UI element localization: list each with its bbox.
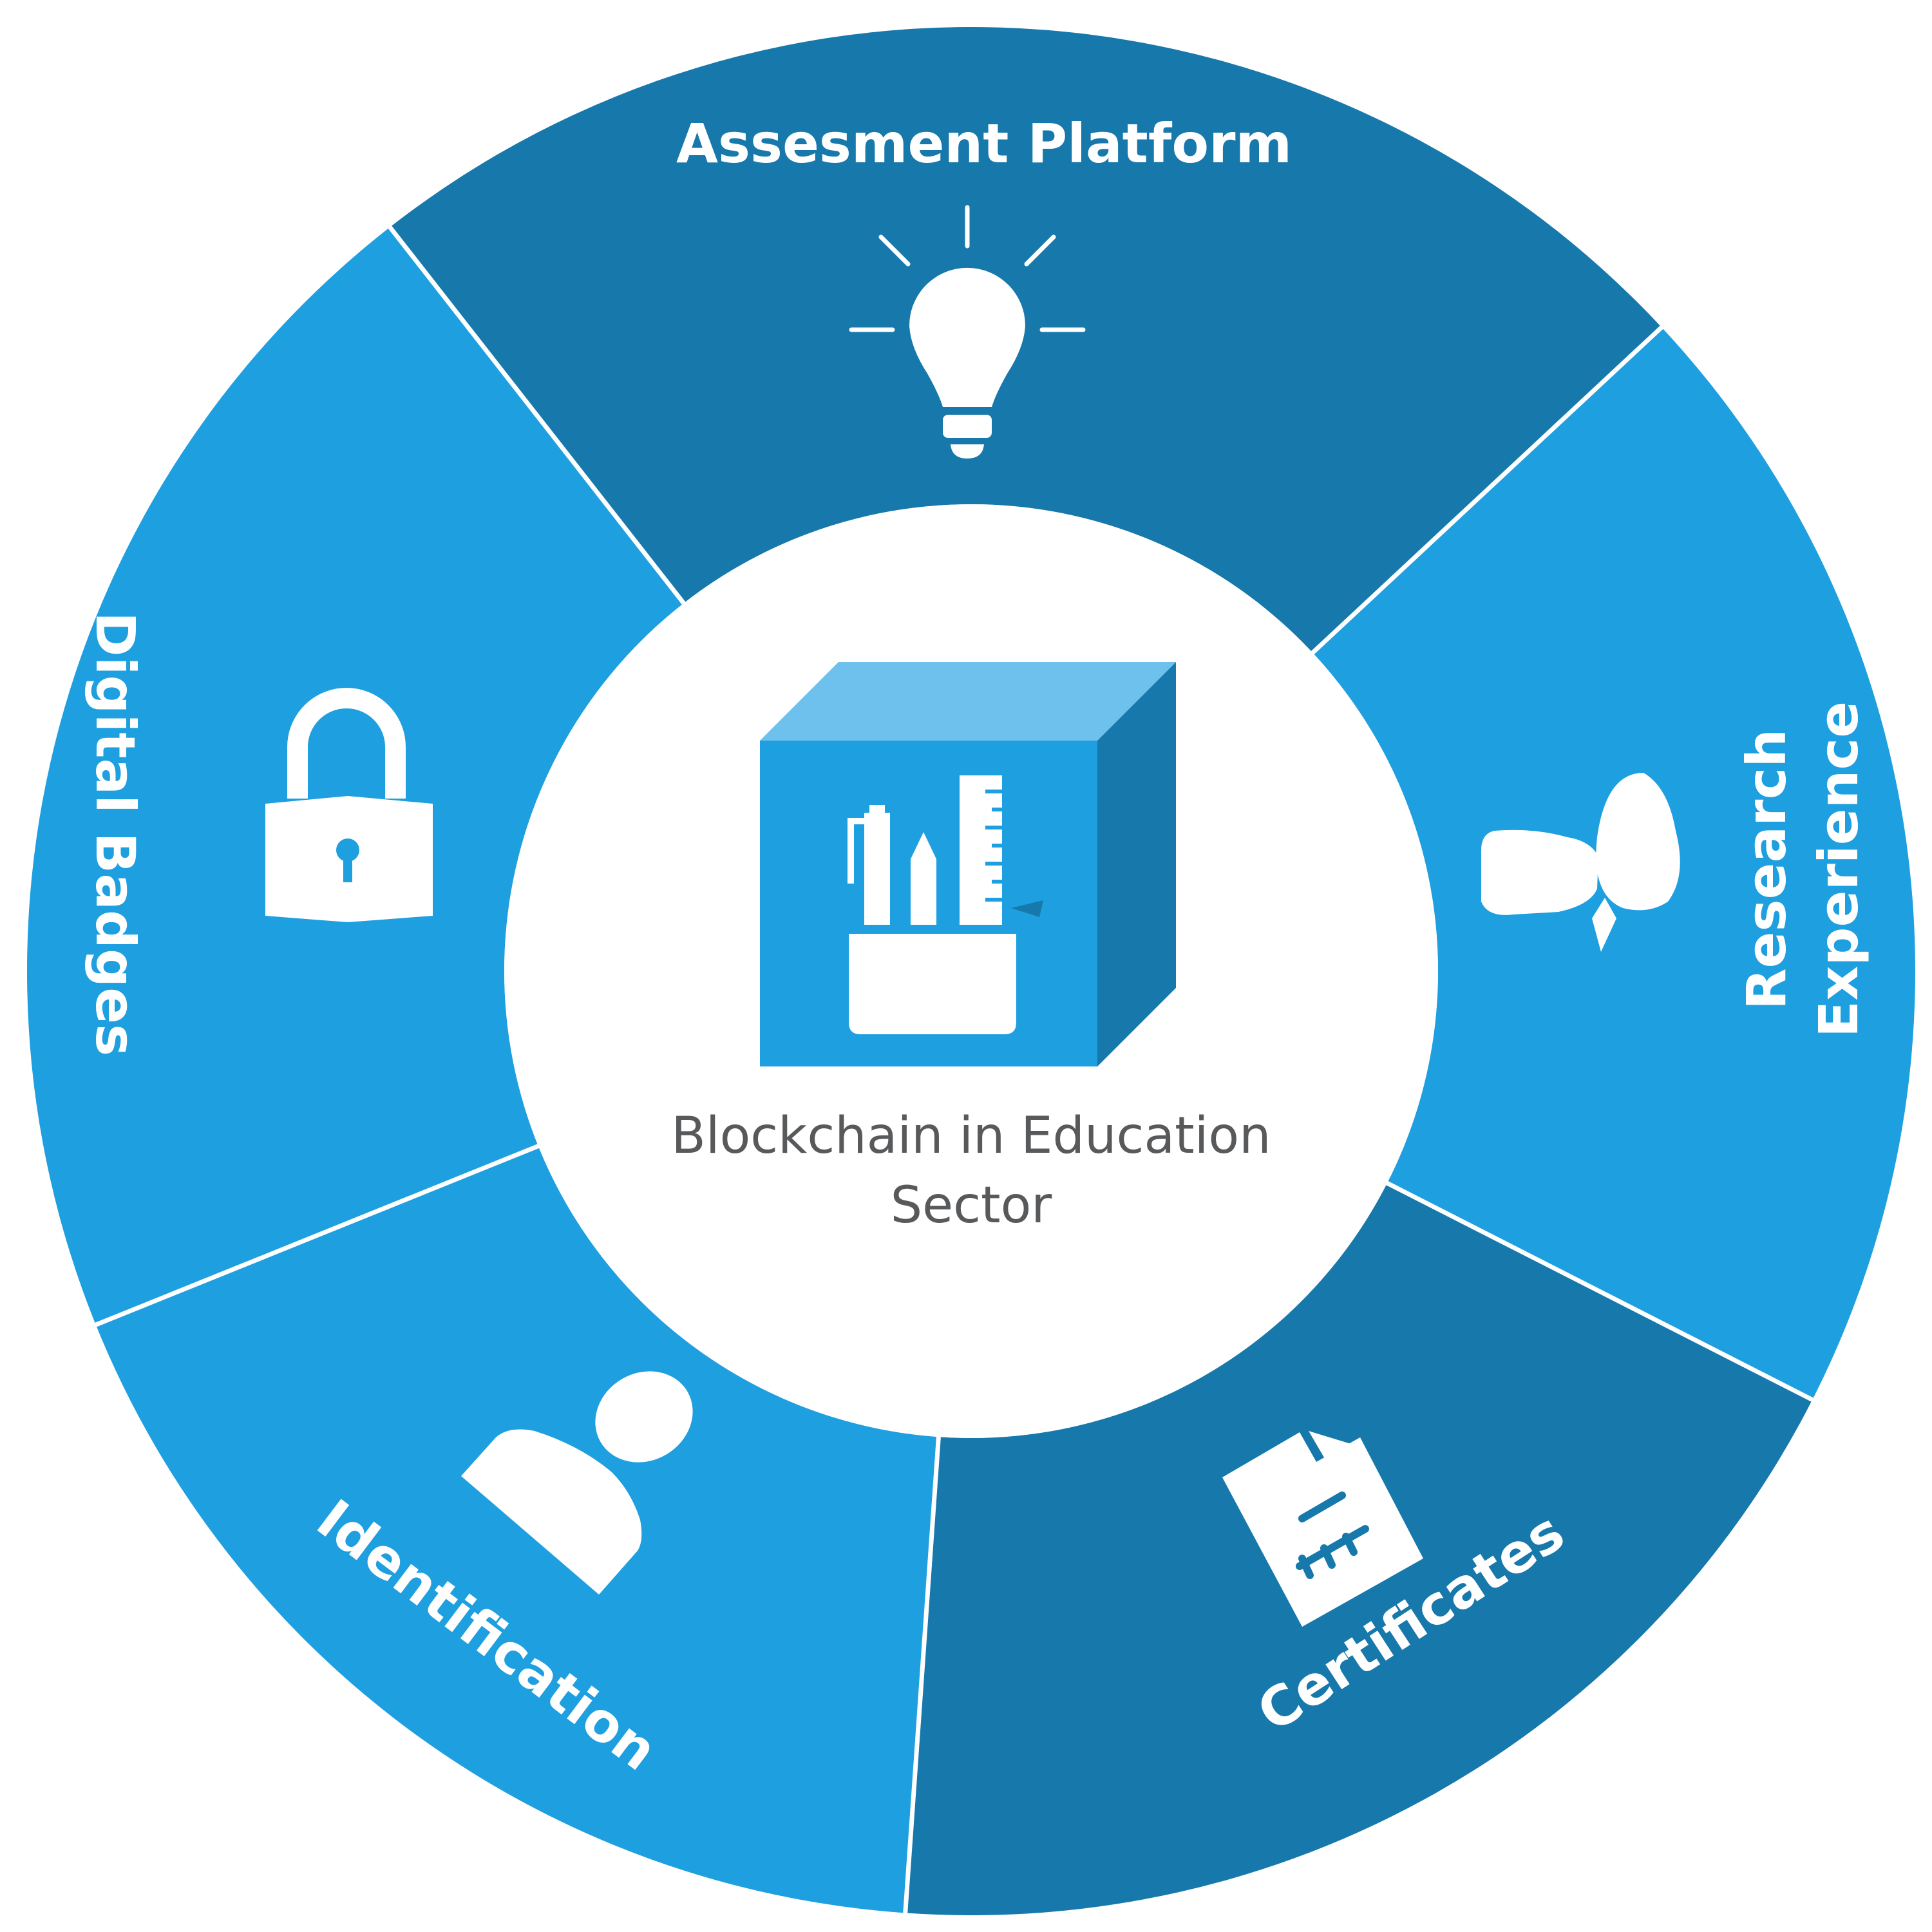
center-title-line1: Blockchain in Education — [671, 1107, 1271, 1165]
segment-separator-line — [384, 220, 690, 610]
padlock-icon — [265, 688, 433, 922]
segment-separator-line — [902, 1430, 942, 1920]
label-digital-badges: Digital Badges — [84, 612, 147, 1056]
svg-text:Experience: Experience — [1807, 701, 1870, 1037]
svg-text:Digital Badges: Digital Badges — [84, 612, 147, 1056]
lightbulb-icon — [849, 205, 1086, 459]
pencil-cup-cube-icon — [760, 662, 1176, 1066]
segment-separator-line — [89, 1141, 545, 1330]
certificate-document-icon — [1222, 1431, 1423, 1627]
segment-identification — [95, 1146, 939, 1913]
segment-assesment-platform — [390, 27, 1662, 653]
segment-digital-badges — [26, 227, 684, 1325]
user-icon — [461, 1371, 693, 1595]
label-assesment-platform: Assesment Platform — [676, 112, 1292, 175]
businessman-icon — [1481, 773, 1680, 952]
center-title-line2: Sector — [891, 1177, 1053, 1235]
svg-text:Research: Research — [1735, 729, 1798, 1010]
segment-separators — [89, 220, 1819, 1920]
label-research-experience: Research Experience — [1735, 701, 1870, 1037]
segment-separator-line — [1380, 1178, 1819, 1405]
segment-separator-line — [1306, 321, 1668, 659]
